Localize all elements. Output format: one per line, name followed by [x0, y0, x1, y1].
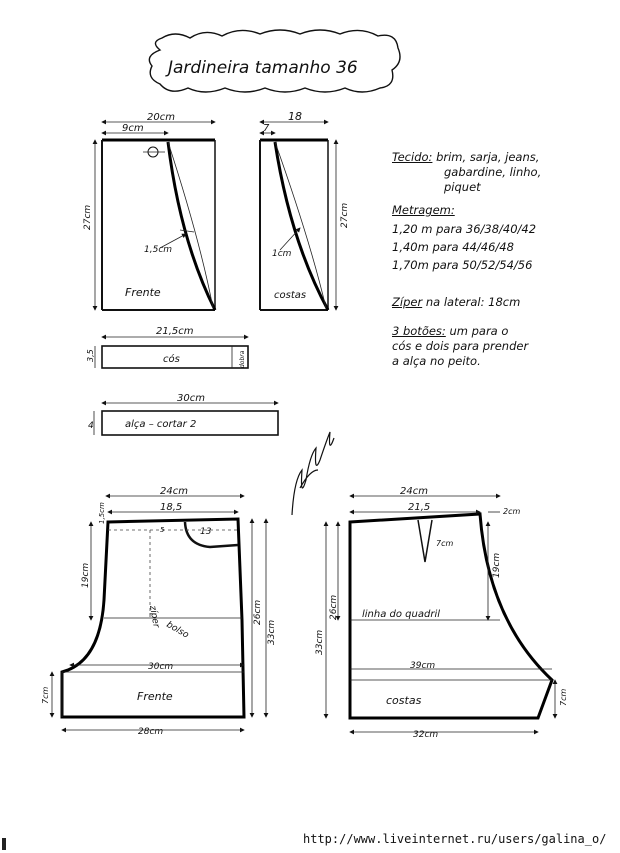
- waistband-width: 21,5cm: [156, 326, 194, 337]
- yardage-line-2: 1,40m para 44/46/48: [392, 240, 514, 254]
- front-pants-hem-height: 7cm: [41, 687, 50, 704]
- back-pants-hem: 32cm: [413, 730, 438, 740]
- back-pants-hip-line: linha do quadril: [362, 609, 440, 620]
- front-bib-label: Frente: [125, 286, 161, 299]
- back-pants-top-width: 24cm: [400, 486, 428, 497]
- back-bib-inner: 7: [263, 123, 270, 134]
- fabric-line-2: gabardine, linho,: [444, 165, 542, 179]
- waistband-piece: 21,5cm 3,5 cós dobra: [86, 326, 249, 369]
- front-bib-piece: 20cm 9cm 27cm 1,5cm Frente: [83, 112, 217, 311]
- front-pants-left-small: 1,5cm: [98, 502, 106, 524]
- front-pants-pocket-label: bolso: [165, 620, 191, 641]
- buttons-line-3: a alça no peito.: [392, 354, 481, 368]
- diagram-title: Jardineira tamanho 36: [165, 58, 358, 78]
- front-bib-dart: 1,5cm: [144, 245, 172, 255]
- back-bib-height: 27cm: [340, 203, 350, 228]
- fabric-line-1: brim, sarja, jeans,: [436, 150, 540, 164]
- front-pants-piece: 24cm 18,5 1,5cm 13 5 19cm 26cm 33cm zípe…: [41, 486, 277, 737]
- footer-url: http://www.liveinternet.ru/users/galina_…: [303, 832, 607, 846]
- title-banner: Jardineira tamanho 36: [148, 29, 401, 93]
- front-pants-pocket-side: 5: [160, 526, 165, 534]
- back-pants-waist: 21,5: [408, 502, 430, 513]
- instructions-notes: Tecido: brim, sarja, jeans, gabardine, l…: [392, 150, 612, 369]
- yardage-line-1: 1,20 m para 36/38/40/42: [392, 222, 537, 236]
- back-pants-hem-height: 7cm: [559, 689, 568, 706]
- buttons-line-2: cós e dois para prender: [392, 339, 529, 353]
- fabric-line-3: piquet: [444, 180, 481, 194]
- strap-label: alça – cortar 2: [125, 419, 196, 430]
- strap-width: 30cm: [177, 393, 205, 404]
- strap-height: 4: [88, 421, 94, 431]
- front-pants-zipper: zíper: [147, 604, 161, 630]
- back-pants-piece: 24cm 21,5 2cm 7cm 26cm 33cm 19cm linha d…: [315, 486, 568, 740]
- front-bib-height: 27cm: [83, 205, 93, 230]
- back-bib-width: 18: [288, 110, 302, 123]
- back-pants-dart: 7cm: [436, 539, 453, 548]
- back-bib-piece: 18 7 27cm 1cm costas: [259, 110, 350, 311]
- front-bib-inner: 9cm: [122, 123, 144, 134]
- front-pants-top-width: 24cm: [160, 486, 188, 497]
- zipper-label: Zíper: [392, 295, 423, 309]
- back-pants-crotch-height: 19cm: [492, 553, 502, 578]
- buttons-line-1: um para o: [449, 324, 509, 338]
- yardage-label: Metragem:: [392, 203, 455, 217]
- back-bib-label: costas: [274, 290, 306, 301]
- waistband-label: cós: [163, 353, 180, 365]
- front-bib-width: 20cm: [147, 112, 175, 123]
- back-bib-dart: 1cm: [272, 249, 292, 259]
- front-pants-side-height: 26cm: [253, 600, 263, 625]
- zipper-text: na lateral: 18cm: [425, 295, 521, 309]
- back-pants-total-height: 33cm: [315, 630, 325, 655]
- back-pants-right-small: 2cm: [503, 507, 520, 516]
- front-pants-hip: 30cm: [148, 662, 173, 672]
- front-pants-pocket: 13: [200, 527, 212, 537]
- waistband-height: 3,5: [86, 349, 95, 362]
- corner-mark: [2, 838, 6, 850]
- back-pants-side-height: 26cm: [329, 595, 339, 620]
- front-pants-label: Frente: [137, 690, 173, 703]
- back-pants-label: costas: [386, 694, 422, 707]
- front-pants-total-height: 33cm: [267, 620, 277, 645]
- fabric-label: Tecido:: [392, 150, 433, 164]
- front-pants-hem: 28cm: [138, 727, 163, 737]
- yardage-line-3: 1,70m para 50/52/54/56: [392, 258, 533, 272]
- strap-piece: 30cm 4 alça – cortar 2: [88, 393, 279, 436]
- front-pants-waist: 18,5: [160, 502, 182, 513]
- buttons-label: 3 botões:: [392, 324, 446, 338]
- waistband-fold: dobra: [239, 350, 246, 368]
- back-pants-hip: 39cm: [410, 661, 435, 671]
- signature: [291, 431, 335, 516]
- front-pants-crotch-height: 19cm: [81, 563, 91, 588]
